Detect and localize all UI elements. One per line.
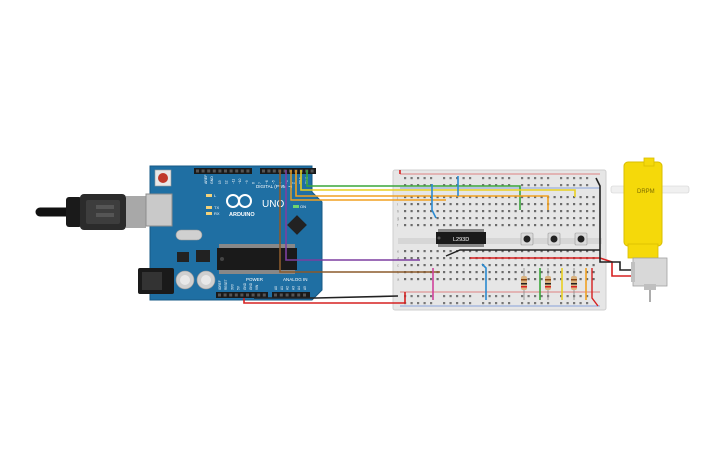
on-led: [293, 205, 299, 208]
analog-pin-label-4: A4: [297, 286, 301, 290]
row-letter-bottom-2: c: [397, 263, 399, 268]
wire-green: [306, 170, 521, 210]
digital-pin-label-8: ~5: [272, 180, 276, 184]
push-button-3[interactable]: [577, 235, 585, 243]
row-letter-bottom-0: e: [397, 249, 400, 254]
digital-pin-label-10: ~3: [285, 180, 289, 184]
push-button-2[interactable]: [550, 235, 558, 243]
row-letter-bottom-4: a: [397, 277, 400, 282]
wire-orange: [295, 170, 549, 210]
digital-pin-label-6: 7: [258, 182, 262, 184]
wire-black: [254, 295, 399, 299]
rx-led: [206, 212, 212, 215]
on-label: ON: [300, 204, 306, 209]
wire-yellow: [300, 170, 576, 197]
analog-pin-label-0: A0: [274, 286, 278, 290]
rx-label: RX: [214, 211, 220, 216]
jumper-blue-3: [481, 263, 487, 300]
l-label: L: [214, 193, 217, 198]
row-letter-top-0: j: [396, 195, 398, 200]
tx-led: [206, 206, 212, 209]
resistor-3: [571, 268, 577, 300]
jumper-black: [445, 249, 600, 257]
wire-brown: [279, 170, 440, 273]
l293d-ic: L293D: [436, 229, 486, 247]
arduino-logo-text: ARDUINO: [229, 212, 255, 218]
analog-pin-label-2: A2: [286, 286, 290, 290]
tx-label: TX: [214, 205, 219, 210]
power-pin-label-5: GND: [249, 282, 253, 290]
power-pin-label-6: VIN: [255, 284, 259, 290]
motor-label: DRPM: [637, 189, 655, 195]
row-letter-top-4: f: [397, 223, 399, 228]
digital-label: DIGITAL (PWM ~): [256, 184, 293, 189]
row-letter-bottom-1: d: [397, 256, 399, 261]
wire-purple: [285, 170, 420, 261]
digital-pin-label-0: 13: [218, 180, 222, 184]
uno-logo-text: UNO: [262, 199, 284, 210]
power-pin-label-3: 5V: [237, 285, 241, 290]
jumper-blue-1: [431, 184, 437, 219]
motor-wire-black: [595, 177, 632, 271]
digital-pin-label-4: ~9: [245, 180, 249, 184]
atmega-chip: [217, 244, 297, 274]
digital-pin-label-5: 8: [252, 182, 256, 184]
l-led: [206, 194, 212, 197]
jumper-red: [591, 268, 599, 307]
wire-red: [243, 292, 406, 304]
digital-pin-label-1: 12: [225, 180, 229, 184]
analog-pin-label-3: A3: [291, 286, 295, 290]
power-pin-label-0: IOREF: [218, 280, 222, 290]
digital-pin-label-11: 2: [292, 182, 296, 184]
gnd-label-top: GND: [210, 176, 214, 184]
digital-pin-label-3: ~10: [238, 178, 242, 184]
digital-pin-label-7: ~6: [265, 180, 269, 184]
aref-label: AREF: [204, 175, 208, 184]
analog-pin-label-1: A1: [280, 286, 284, 290]
arduino-logo: ARDUINO UNO: [226, 194, 284, 218]
digital-pin-label-2: ~11: [231, 179, 235, 184]
analog-pin-label-5: A5: [303, 286, 307, 290]
power-label: POWER: [246, 277, 264, 282]
power-pin-label-1: RESET: [224, 279, 228, 290]
row-letter-top-2: h: [397, 209, 399, 214]
reset-button[interactable]: [158, 173, 168, 183]
ic-label: L293D: [453, 237, 469, 243]
wires: [243, 170, 632, 307]
wire-orange-2: [290, 170, 446, 201]
power-pin-label-2: 3V3: [230, 284, 234, 290]
row-letter-top-1: i: [397, 202, 398, 207]
resistor-2: [545, 268, 551, 300]
resistors: [521, 268, 577, 300]
push-buttons: [520, 232, 588, 246]
analog-label: ANALOG IN: [283, 277, 308, 282]
dc-motor: DRPM: [610, 157, 690, 302]
power-pin-label-4: GND: [243, 282, 247, 290]
resistor-1: [521, 268, 527, 300]
push-button-1[interactable]: [523, 235, 531, 243]
row-letter-top-3: g: [397, 216, 399, 221]
